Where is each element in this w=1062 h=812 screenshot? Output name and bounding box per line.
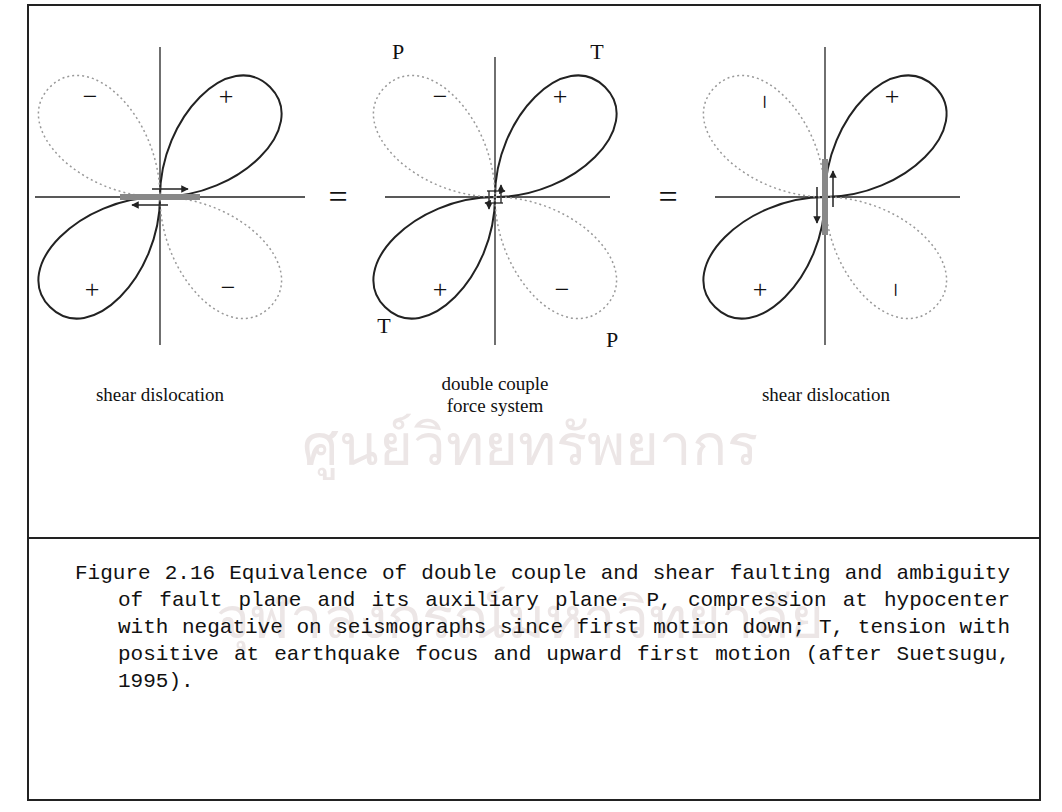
polarity-sign: − xyxy=(83,82,98,112)
equals-sign: = xyxy=(328,177,347,216)
divider xyxy=(28,537,1040,539)
radiation-pattern xyxy=(35,47,305,345)
axis-label: P xyxy=(606,327,618,352)
polarity-sign: + xyxy=(553,82,568,112)
axis-label: P xyxy=(392,39,404,64)
panel-caption: shear dislocation xyxy=(726,384,926,406)
panel-caption: shear dislocation xyxy=(60,384,260,406)
frame xyxy=(28,5,1040,800)
polarity-sign: − xyxy=(221,273,236,303)
radiation-pattern xyxy=(703,47,960,345)
polarity-sign: + xyxy=(85,275,100,305)
axis-label: T xyxy=(377,313,390,338)
figure-caption: Figure 2.16 Equivalence of double couple… xyxy=(75,560,1010,695)
polarity-sign: − xyxy=(555,275,570,305)
polarity-sign: + xyxy=(753,275,768,305)
polarity-sign: + xyxy=(885,82,900,112)
equals-sign: = xyxy=(658,177,677,216)
watermark: ศูนย์วิทยทรัพยากร xyxy=(302,412,758,479)
axis-label: T xyxy=(590,39,603,64)
polarity-sign: − xyxy=(880,283,910,298)
radiation-pattern xyxy=(373,57,616,345)
polarity-sign: + xyxy=(433,275,448,305)
panel-caption: double couple force system xyxy=(420,373,570,417)
polarity-sign: − xyxy=(433,82,448,112)
polarity-sign: − xyxy=(749,95,779,110)
polarity-sign: + xyxy=(219,82,234,112)
